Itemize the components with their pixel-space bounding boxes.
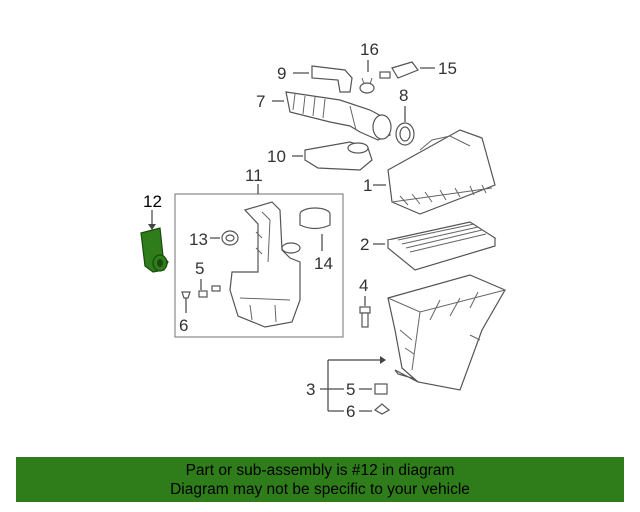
callout-6-case[interactable]: 6 [346, 402, 355, 421]
callout-15[interactable]: 15 [438, 59, 457, 78]
callout-5-case[interactable]: 5 [346, 380, 355, 399]
part-11-resonator [229, 201, 301, 328]
part-2-filter [386, 221, 497, 271]
part-14-cap [299, 207, 331, 230]
part-9-hose [311, 65, 353, 93]
callout-12[interactable]: 12 [143, 192, 162, 211]
callout-14[interactable]: 14 [314, 254, 333, 273]
part-13-ring [221, 230, 239, 246]
callout-13[interactable]: 13 [189, 230, 208, 249]
part-10-duct [304, 141, 373, 171]
callout-7[interactable]: 7 [256, 92, 265, 111]
part-16-clamp [359, 77, 375, 94]
callout-11[interactable]: 11 [245, 166, 263, 185]
parts-diagram: 11 12 13 14 5 6 9 7 [140, 40, 506, 421]
part-12-highlighted[interactable] [140, 227, 169, 273]
callout-4[interactable]: 4 [359, 276, 368, 295]
banner-line-1: Part or sub-assembly is #12 in diagram [185, 462, 455, 479]
callout-1[interactable]: 1 [363, 176, 372, 195]
callout-16[interactable]: 16 [360, 40, 379, 59]
part-6-clip [373, 403, 391, 415]
part-4-bolt [359, 306, 371, 328]
callout-2[interactable]: 2 [360, 235, 369, 254]
inset-box-11 [174, 193, 344, 338]
callout-8[interactable]: 8 [399, 86, 408, 105]
part-1-cover [387, 129, 496, 215]
info-banner: Part or sub-assembly is #12 in diagram D… [16, 457, 624, 502]
banner-line-2: Diagram may not be specific to your vehi… [170, 481, 470, 498]
part-7-intake-tube [285, 91, 392, 141]
part-5-grommet [374, 383, 388, 395]
part-15-sensor [379, 61, 419, 79]
part-3-case [387, 274, 506, 391]
callout-6-inset[interactable]: 6 [179, 316, 188, 335]
part-8-gasket [395, 122, 415, 146]
callout-3[interactable]: 3 [306, 380, 315, 399]
callout-10[interactable]: 10 [267, 147, 286, 166]
callout-9[interactable]: 9 [277, 64, 286, 83]
callout-5-inset[interactable]: 5 [195, 259, 204, 278]
